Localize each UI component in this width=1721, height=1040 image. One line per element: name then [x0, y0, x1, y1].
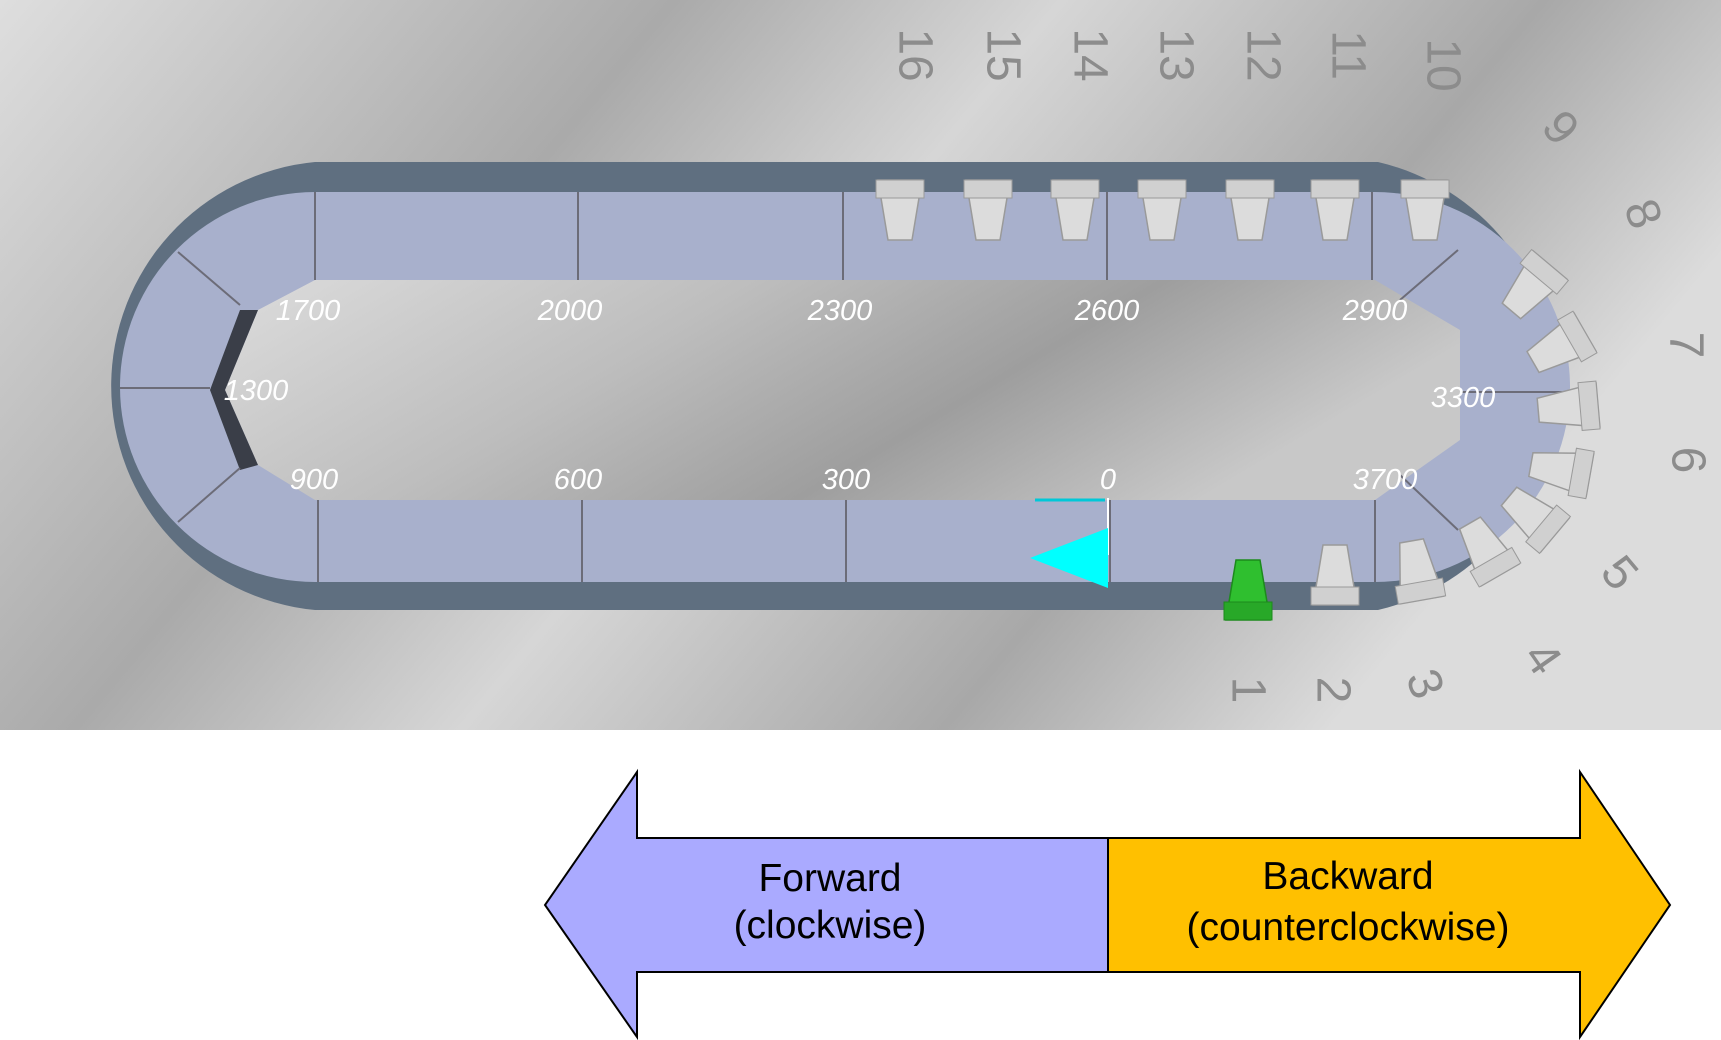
- segment-dividers: [120, 192, 1565, 582]
- mover-12-icon: [1225, 179, 1275, 241]
- position-labels: 0 300 600 900 1300 1700 2000 2300 2600 2900 3300 37…: [224, 295, 1496, 496]
- mover-number-7: 7: [1659, 332, 1712, 359]
- mover-number-16: 16: [888, 28, 941, 81]
- track-inner-shadow: [210, 310, 258, 470]
- forward-arrow: [543, 768, 1109, 1040]
- position-label-2600: 2600: [1074, 295, 1140, 327]
- position-label-900: 900: [290, 464, 338, 496]
- position-label-300: 300: [822, 464, 870, 496]
- mover-number-10: 10: [1416, 38, 1469, 91]
- position-label-1700: 1700: [276, 295, 341, 327]
- track-inner-area: [225, 280, 1460, 500]
- mover-3-icon: [1394, 537, 1447, 605]
- mover-number-13: 13: [1149, 28, 1202, 81]
- mover-5-icon: [1500, 486, 1572, 555]
- mover-13-icon: [1137, 179, 1187, 241]
- movers: [875, 179, 1601, 621]
- origin-direction-marker: [1030, 528, 1108, 588]
- mover-6-icon: [1527, 447, 1595, 500]
- position-label-1300: 1300: [224, 375, 289, 407]
- mover-number-6: 6: [1661, 447, 1714, 474]
- position-label-2000: 2000: [537, 295, 603, 327]
- mover-9-icon: [1501, 248, 1570, 320]
- mover-2-icon: [1310, 544, 1360, 606]
- backward-label-line1: Backward: [1262, 855, 1433, 898]
- forward-label-line2: (clockwise): [734, 904, 927, 947]
- track-scene: 0 300 600 900 1300 1700 2000 2300 2600 2900 3300 37…: [0, 0, 1721, 730]
- forward-label-line1: Forward: [758, 857, 901, 900]
- backward-label-line2: (counterclockwise): [1187, 906, 1510, 949]
- mover-number-15: 15: [976, 28, 1029, 81]
- mover-number-1: 1: [1221, 677, 1274, 704]
- position-label-2900: 2900: [1342, 295, 1408, 327]
- mover-4-icon: [1458, 516, 1522, 588]
- mover-1-icon: [1223, 559, 1273, 621]
- mover-number-12: 12: [1236, 28, 1289, 81]
- mover-8-icon: [1526, 310, 1598, 374]
- mover-15-icon: [963, 179, 1013, 241]
- mover-number-2: 2: [1306, 677, 1359, 704]
- mover-number-14: 14: [1063, 28, 1116, 81]
- position-label-3300: 3300: [1431, 382, 1496, 414]
- mover-14-icon: [1050, 179, 1100, 241]
- position-label-0: 0: [1100, 464, 1116, 496]
- mover-7-icon: [1536, 380, 1601, 432]
- position-label-3700: 3700: [1353, 464, 1418, 496]
- backward-arrow: [1107, 768, 1672, 1040]
- position-label-2300: 2300: [807, 295, 873, 327]
- mover-number-11: 11: [1321, 30, 1374, 80]
- mover-11-icon: [1310, 179, 1360, 241]
- position-label-600: 600: [554, 464, 602, 496]
- mover-10-icon: [1400, 179, 1450, 241]
- mover-16-icon: [875, 179, 925, 241]
